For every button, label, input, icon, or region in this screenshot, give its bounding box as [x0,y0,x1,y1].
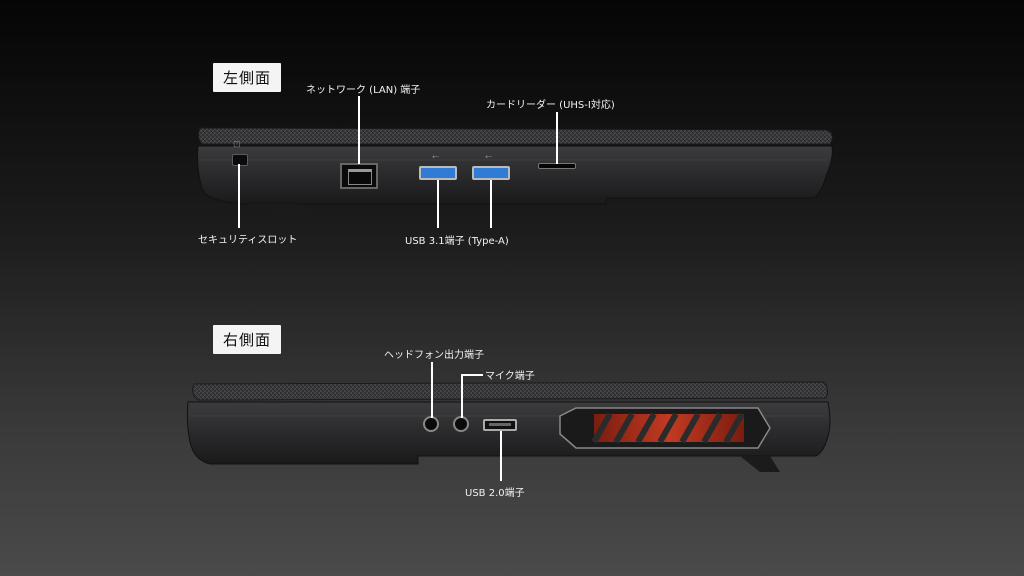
left-side-heading: 左側面 [213,63,282,92]
mic-leader-line [461,374,463,418]
headphone-label: ヘッドフォン出力端子 [384,350,484,361]
right-side-heading: 右側面 [213,325,282,354]
usb31-leader-line-1 [437,180,439,228]
usb31-port-1 [419,166,457,180]
security-slot [232,154,248,166]
lan-port-label: ネットワーク (LAN) 端子 [306,85,421,96]
lock-icon: ⊡ [233,140,241,150]
card-reader-label: カードリーダー (UHS-I対応) [486,100,615,111]
usb31-port-2 [472,166,510,180]
security-leader-line [238,164,240,228]
mic-label: マイク端子 [485,371,535,382]
headphone-leader-line [431,362,433,418]
usb31-leader-line-2 [490,180,492,228]
mic-jack [453,416,469,432]
security-slot-label: セキュリティスロット [198,235,298,246]
usb20-leader-line [500,431,502,481]
mic-leader-line-h [461,374,483,376]
usb-icon: ⭠ [432,152,440,162]
lan-leader-line [358,96,360,164]
usb20-label: USB 2.0端子 [465,488,525,499]
card-reader-leader-line [556,112,558,164]
usb20-port [483,419,517,431]
laptop-right-side-image [186,381,831,472]
lan-port [340,163,378,189]
laptop-left-side-image [197,127,833,214]
headphone-jack [423,416,439,432]
usb31-label: USB 3.1端子 (Type-A) [405,236,509,247]
usb-icon: ⭠ [485,152,493,162]
